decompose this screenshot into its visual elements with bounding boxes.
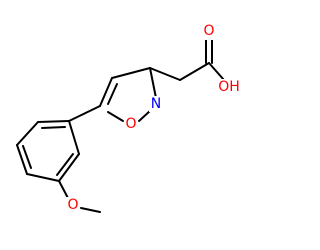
label-bg-ring-nitrogen — [149, 96, 163, 112]
bond-phenyl-inner-1 — [41, 126, 66, 129]
acid-oxygen-label: O — [203, 23, 214, 39]
bond-methoxy-1 — [58, 180, 70, 201]
label-bg-ring-oxygen — [124, 116, 138, 132]
bond-phenyl-3 — [16, 144, 28, 175]
bond-phenyl-1 — [37, 120, 70, 123]
ring-oxygen-label: O — [125, 116, 136, 132]
bond-ring-c4-c3 — [111, 67, 151, 79]
bond-phenyl-2 — [16, 121, 39, 146]
ring-nitrogen-label: N — [151, 96, 161, 112]
bond-phenyl-inner-3 — [56, 153, 74, 176]
bond-ring-c3-n — [149, 67, 157, 99]
bond-layer — [16, 37, 225, 213]
bond-carboxyl-hydroxyl — [208, 62, 225, 81]
atom-label-layer: O OH N O O — [66, 23, 242, 213]
bond-ring-c5-c4-double — [107, 83, 118, 105]
molecule-structure: O OH N O O — [16, 23, 242, 213]
bond-ch2-ring — [149, 67, 181, 81]
bond-methoxy-2 — [80, 207, 101, 213]
bond-phenyl-6 — [68, 120, 80, 155]
bond-ring-o-c5 — [107, 111, 124, 122]
bond-carboxyl-ch2 — [179, 62, 210, 81]
bond-phenyl-4 — [26, 173, 60, 182]
label-bg-methoxy-oxygen — [66, 197, 80, 213]
bond-ring-c5-c4 — [99, 77, 113, 107]
bond-phenyl-inner-2 — [22, 145, 32, 169]
bond-ring-to-phenyl — [68, 105, 101, 122]
methoxy-oxygen-label: O — [67, 197, 78, 213]
acid-hydroxyl-label: OH — [218, 79, 240, 95]
label-bg-acid-oxygen — [202, 24, 216, 40]
bond-phenyl-5 — [58, 153, 80, 182]
label-bg-acid-hydroxyl — [216, 79, 242, 95]
